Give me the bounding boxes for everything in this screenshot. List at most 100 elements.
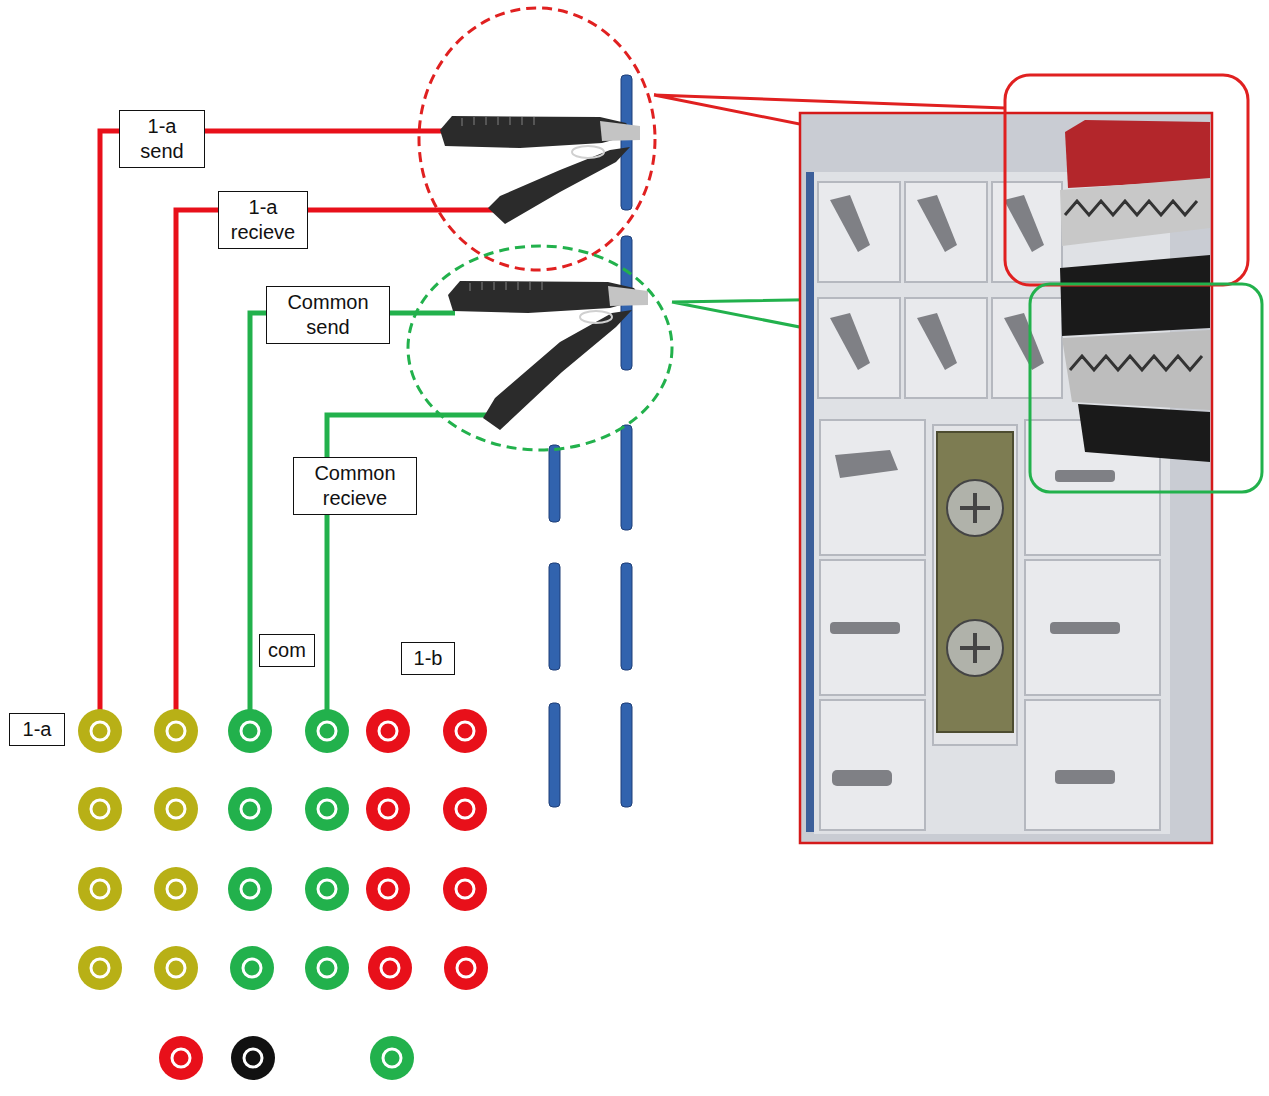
bar-dash — [549, 703, 560, 807]
jack — [154, 787, 198, 831]
photo-clip-teeth — [1060, 178, 1210, 246]
block-cell — [818, 298, 900, 398]
block-cell — [820, 700, 925, 830]
zoom-outline — [1030, 284, 1262, 492]
highlight-circle — [419, 8, 655, 270]
green-wire — [250, 313, 455, 712]
clip-jaw — [483, 310, 632, 430]
jack — [366, 867, 410, 911]
jack — [78, 787, 122, 831]
label-text: 1-b — [409, 646, 447, 671]
label-box: 1-a — [9, 713, 65, 746]
screw-head — [947, 620, 1003, 676]
block-cell — [820, 560, 925, 695]
screw-slot — [960, 633, 990, 663]
highlight-circle — [408, 246, 672, 450]
jack — [366, 787, 410, 831]
label-text: 1-a recieve — [226, 195, 300, 245]
label-text: Common send — [274, 290, 382, 340]
metal-tab — [1004, 313, 1044, 370]
metal-tab — [917, 313, 957, 370]
metal-tab — [832, 770, 892, 786]
jack — [78, 946, 122, 990]
label-box: 1-a recieve — [218, 191, 308, 249]
jack-panel — [78, 709, 488, 1080]
alligator-clip — [440, 116, 640, 224]
label-text: Common recieve — [301, 461, 409, 511]
metal-tab — [1055, 770, 1115, 784]
label-text: 1-a send — [127, 114, 197, 164]
label-box: Common send — [266, 286, 390, 344]
metal-tab — [1050, 622, 1120, 634]
jack — [368, 946, 412, 990]
block-edge — [806, 172, 814, 832]
metal-tab — [917, 195, 957, 252]
bar-dash — [549, 563, 560, 670]
jack — [154, 709, 198, 753]
jack — [305, 787, 349, 831]
photo-clip-teeth-line — [1065, 201, 1197, 215]
metal-tab — [830, 622, 900, 634]
clip-tip — [600, 121, 640, 141]
bar-dash — [621, 563, 632, 670]
jack — [159, 1036, 203, 1080]
block-cell — [992, 182, 1062, 282]
jack — [366, 709, 410, 753]
jack — [228, 867, 272, 911]
label-box: 1-b — [401, 642, 455, 675]
block-cell — [1025, 700, 1160, 830]
bar-dash — [621, 425, 632, 530]
clip-spring — [572, 146, 604, 158]
metal-tab — [830, 195, 870, 252]
block-cell — [820, 420, 925, 555]
photo-red-clip — [1065, 120, 1210, 188]
clip-ribs — [470, 282, 542, 291]
bar-dash — [549, 445, 560, 522]
jack — [154, 946, 198, 990]
label-text: com — [267, 638, 307, 663]
jack — [305, 867, 349, 911]
block-cell — [905, 182, 987, 282]
metal-tab — [835, 450, 898, 478]
screw-slot — [960, 493, 990, 523]
photo-clip-teeth-line — [1070, 356, 1202, 370]
jack — [231, 1036, 275, 1080]
jack — [444, 946, 488, 990]
jack — [443, 867, 487, 911]
block-cell — [992, 298, 1062, 398]
red-wire — [100, 131, 445, 712]
jack — [305, 709, 349, 753]
clip-spring — [580, 311, 612, 323]
jack — [230, 946, 274, 990]
center-column — [933, 425, 1017, 745]
jack — [443, 787, 487, 831]
label-text: 1-a — [17, 717, 57, 742]
jack — [228, 709, 272, 753]
jack — [78, 867, 122, 911]
photo-black-clip — [1078, 404, 1210, 462]
photo-black-clip — [1060, 255, 1210, 336]
block-cell — [1025, 560, 1160, 695]
label-box: com — [259, 634, 315, 667]
metal-tab — [1055, 470, 1115, 482]
metal-tab — [830, 313, 870, 370]
jack — [78, 709, 122, 753]
photo-clip-teeth — [1062, 330, 1210, 410]
clip-tip — [608, 286, 648, 306]
jack — [370, 1036, 414, 1080]
block-cell — [905, 298, 987, 398]
jack — [154, 867, 198, 911]
clip-ribs — [462, 117, 534, 126]
bar-dash — [621, 75, 632, 210]
block-cell — [818, 182, 900, 282]
metal-tab — [1004, 195, 1044, 252]
zoom-outline — [1005, 75, 1248, 285]
label-box: 1-a send — [119, 110, 205, 168]
label-box: Common recieve — [293, 457, 417, 515]
brass-plate — [937, 432, 1013, 732]
jack — [305, 946, 349, 990]
screw-head — [947, 480, 1003, 536]
jack — [228, 787, 272, 831]
